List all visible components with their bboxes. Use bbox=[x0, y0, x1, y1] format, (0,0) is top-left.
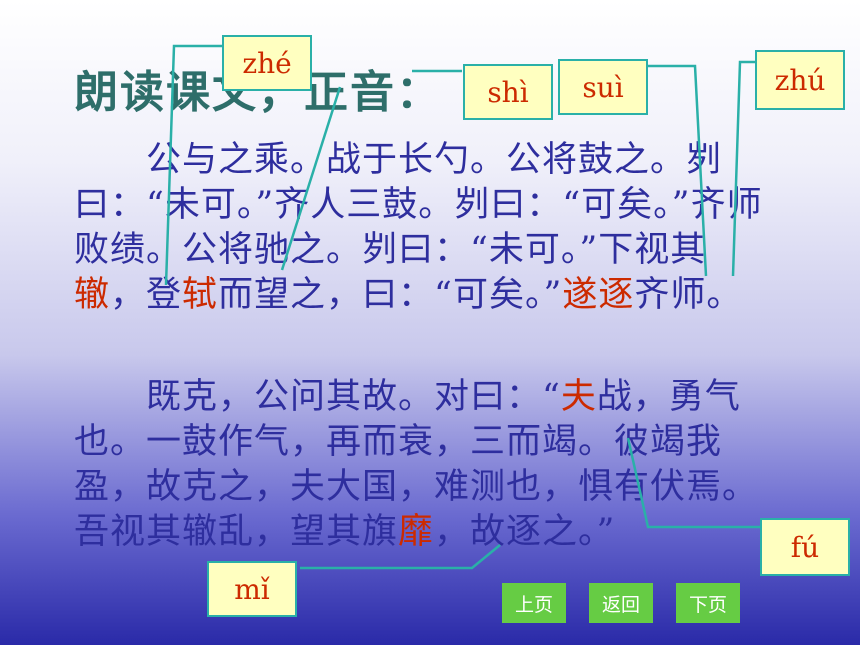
paragraph-2-text-c: ，故逐之。” bbox=[434, 512, 616, 552]
pinyin-box-zhe: zhé bbox=[222, 35, 312, 91]
paragraph-1-text-c: 而望之，曰：“可矣。” bbox=[218, 275, 563, 315]
prev-page-button[interactable]: 上页 bbox=[502, 583, 566, 623]
pinyin-box-fu: fú bbox=[760, 518, 850, 576]
pinyin-box-sui: suì bbox=[558, 59, 648, 115]
pinyin-box-zhu: zhú bbox=[755, 50, 845, 110]
pinyin-box-mi: mǐ bbox=[207, 561, 297, 617]
highlight-zhe: 辙 bbox=[74, 275, 111, 315]
paragraph-1-text-a: 公与之乘。战于长勺。公将鼓之。刿曰：“未可。”齐人三鼓。刿曰：“可矣。”齐师败绩… bbox=[74, 140, 763, 270]
highlight-mi: 靡 bbox=[398, 512, 435, 552]
next-page-button[interactable]: 下页 bbox=[676, 583, 740, 623]
pinyin-box-shi: shì bbox=[463, 64, 553, 120]
paragraph-2-text-a: 既克，公问其故。对曰：“ bbox=[74, 377, 561, 417]
paragraph-1-text-d: 齐师。 bbox=[634, 275, 743, 315]
paragraph-1: 公与之乘。战于长勺。公将鼓之。刿曰：“未可。”齐人三鼓。刿曰：“可矣。”齐师败绩… bbox=[74, 138, 774, 318]
paragraph-2: 既克，公问其故。对曰：“夫战，勇气也。一鼓作气，再而衰，三而竭。彼竭我盈，故克之… bbox=[74, 375, 774, 555]
highlight-shi: 轼 bbox=[182, 275, 219, 315]
paragraph-1-text-b: ，登 bbox=[110, 275, 183, 315]
highlight-fu: 夫 bbox=[560, 377, 597, 417]
highlight-sui-zhu: 遂逐 bbox=[562, 275, 635, 315]
back-button[interactable]: 返回 bbox=[589, 583, 653, 623]
